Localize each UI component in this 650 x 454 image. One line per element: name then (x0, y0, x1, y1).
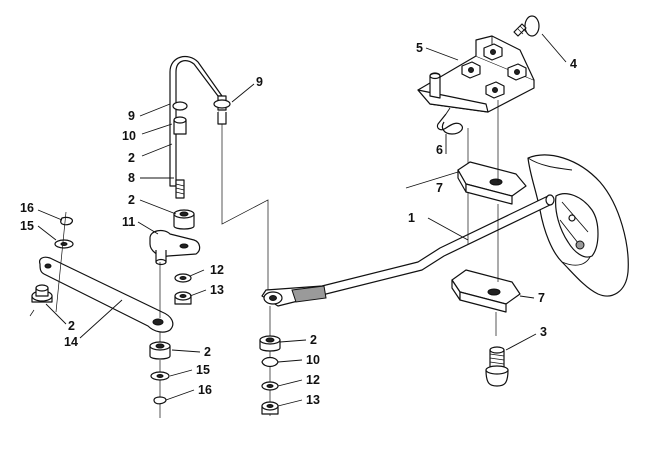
bushing-lower-left (31, 284, 53, 303)
callout-9-rod: 9 (128, 109, 135, 123)
callout-4: 4 (570, 57, 577, 71)
pivot-bolt (485, 346, 509, 387)
nut-left-13 (174, 291, 192, 305)
washer-middle-12 (261, 381, 279, 391)
washer-lower-15 (150, 371, 170, 381)
callout-13-left: 13 (210, 283, 224, 297)
callout-11: 11 (122, 215, 135, 229)
callout-8: 8 (128, 171, 135, 185)
callout-2-middle: 2 (310, 333, 317, 347)
callout-1: 1 (408, 211, 415, 225)
bushing-lower-2 (149, 341, 171, 360)
washer-upper-15 (54, 239, 74, 249)
lever-arm (149, 229, 201, 266)
clip-middle-10 (261, 356, 279, 368)
callout-2-rod: 2 (128, 151, 135, 165)
callout-7-upper: 7 (436, 181, 443, 195)
pivot-block-upper (457, 161, 527, 205)
callout-12-middle: 12 (306, 373, 320, 387)
callout-9-rod-end: 9 (256, 75, 263, 89)
callout-7-lower: 7 (538, 291, 545, 305)
callout-2-lower: 2 (204, 345, 211, 359)
pivot-bracket (417, 35, 535, 113)
callout-16-lower: 16 (198, 383, 212, 397)
centerline-rod (221, 124, 269, 290)
nut-middle-13 (261, 401, 279, 415)
callout-16-upper: 16 (20, 201, 34, 215)
callout-10-middle: 10 (306, 353, 320, 367)
link-plate (39, 256, 174, 333)
leader-lines (37, 33, 567, 407)
pedal-arm-rod (261, 194, 555, 307)
bushing-middle-2 (259, 335, 281, 352)
washer-left-12 (174, 273, 192, 283)
callout-2-left-bushing: 2 (68, 319, 75, 333)
carriage-bolt (513, 15, 540, 37)
pivot-block-lower (451, 269, 521, 313)
callout-13-middle: 13 (306, 393, 320, 407)
callout-15-lower: 15 (196, 363, 210, 377)
callout-2-bushing: 2 (128, 193, 135, 207)
cotter-pin-lower (153, 396, 167, 405)
callout-5: 5 (416, 41, 423, 55)
callout-10-rod: 10 (122, 129, 136, 143)
brake-pedal-pad (527, 154, 629, 297)
callout-3: 3 (540, 325, 547, 339)
callout-14: 14 (64, 335, 78, 349)
cotter-pin-upper (60, 216, 73, 226)
callout-15-upper: 15 (20, 219, 34, 233)
callout-12-left: 12 (210, 263, 224, 277)
linkage-rod (169, 55, 231, 199)
bushing-upper-left (173, 209, 195, 230)
centerline-block (495, 100, 499, 336)
callout-6: 6 (436, 143, 443, 157)
centerline-left (29, 211, 67, 317)
